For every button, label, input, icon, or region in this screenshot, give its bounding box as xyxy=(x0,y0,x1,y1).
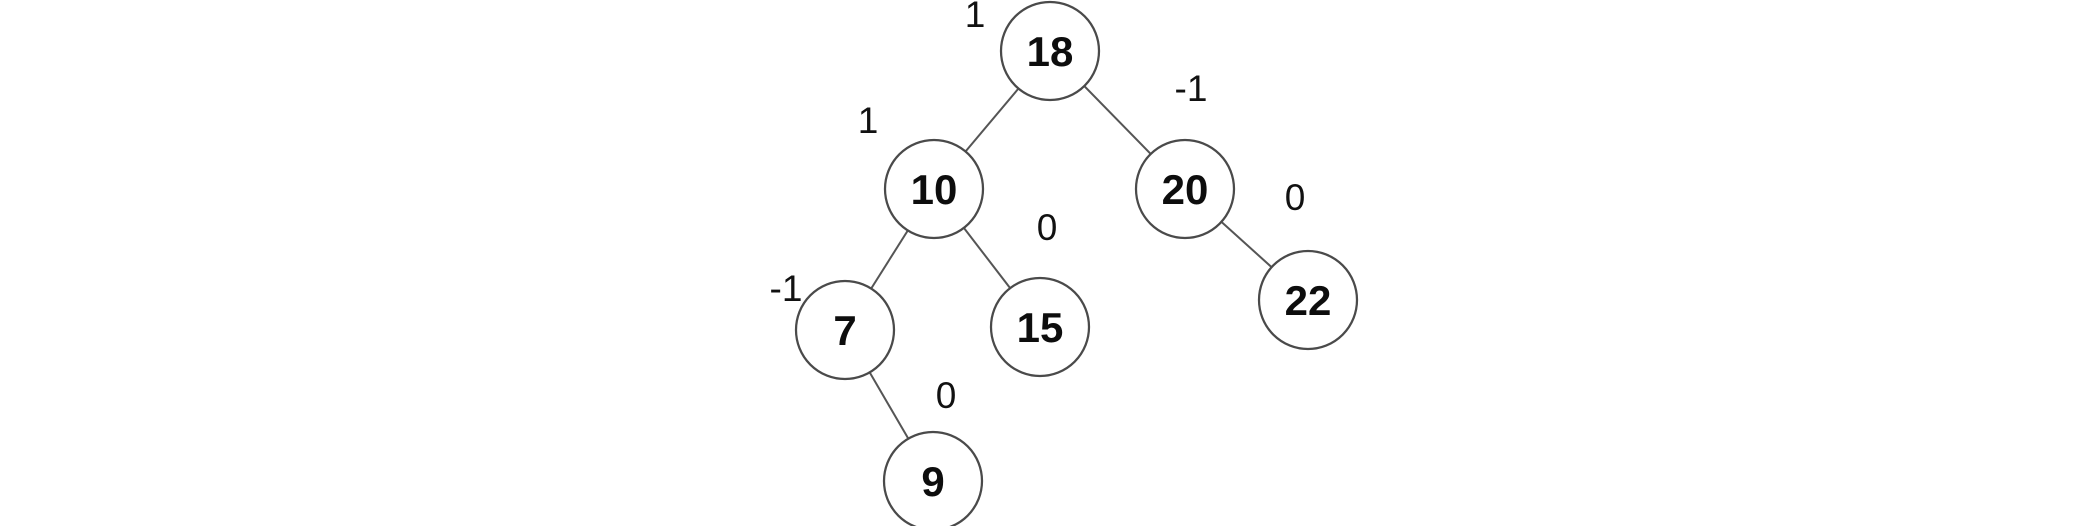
balance-factor-label-15: 0 xyxy=(1037,207,1058,248)
node-value-22: 22 xyxy=(1285,277,1332,324)
node-value-18: 18 xyxy=(1027,28,1074,75)
node-circle-22 xyxy=(1257,249,1359,351)
node-circle-20 xyxy=(1134,138,1236,240)
node-circle-9 xyxy=(882,430,984,526)
node-circle-18 xyxy=(999,0,1101,102)
tree-node-9: 9 xyxy=(882,430,984,526)
node-value-9: 9 xyxy=(921,458,944,505)
tree-node-15: 15 xyxy=(989,276,1091,378)
node-circle-7 xyxy=(794,279,896,381)
node-value-15: 15 xyxy=(1017,304,1064,351)
balance-factor-label-22: 0 xyxy=(1285,177,1306,218)
node-value-7: 7 xyxy=(833,307,856,354)
node-value-20: 20 xyxy=(1162,166,1209,213)
balance-factor-label-20: -1 xyxy=(1175,68,1208,109)
node-circle-10 xyxy=(883,138,985,240)
tree-node-7: 7 xyxy=(794,279,896,381)
node-circle-15 xyxy=(989,276,1091,378)
node-value-10: 10 xyxy=(911,166,958,213)
balance-factor-label-9: 0 xyxy=(936,375,957,416)
tree-node-10: 10 xyxy=(883,138,985,240)
balance-factor-label-18: 1 xyxy=(965,0,986,35)
tree-node-18: 18 xyxy=(999,0,1101,102)
balance-factor-label-10: 1 xyxy=(858,100,879,141)
tree-node-22: 22 xyxy=(1257,249,1359,351)
balance-factor-label-7: -1 xyxy=(770,268,803,309)
tree-node-20: 20 xyxy=(1134,138,1236,240)
